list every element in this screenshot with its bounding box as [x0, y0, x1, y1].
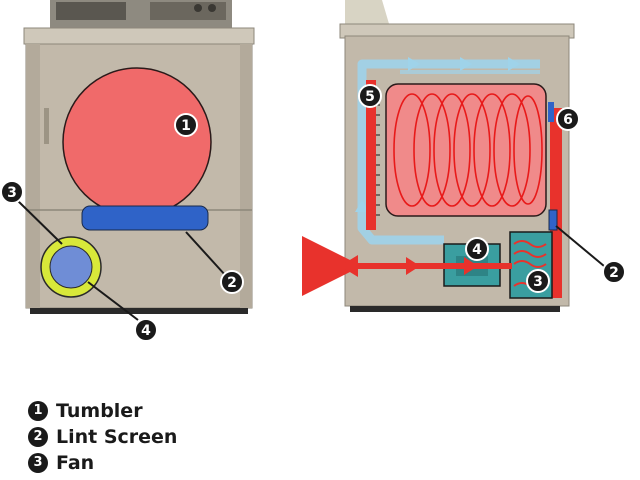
legend-label: Fan	[56, 452, 94, 474]
callout-badge-left-2: 2	[221, 271, 243, 293]
svg-text:1: 1	[181, 118, 191, 134]
legend-number: 3	[28, 453, 48, 473]
svg-text:5: 5	[365, 89, 375, 105]
callout-badge-right-6: 6	[557, 108, 579, 130]
svg-text:3: 3	[533, 274, 543, 290]
legend: 1 Tumbler 2 Lint Screen 3 Fan	[28, 398, 288, 476]
cutaway-dryer	[340, 0, 604, 312]
svg-text:4: 4	[472, 242, 482, 258]
legend-number: 1	[28, 401, 48, 421]
legend-number: 2	[28, 427, 48, 447]
svg-text:3: 3	[7, 185, 17, 201]
callout-badge-left-3: 3	[1, 181, 23, 203]
legend-item-lint-screen: 2 Lint Screen	[28, 424, 288, 450]
lint-screen-shape	[82, 206, 208, 230]
callout-badge-left-4: 4	[135, 319, 157, 341]
svg-text:4: 4	[141, 323, 151, 339]
svg-text:2: 2	[227, 275, 237, 291]
svg-text:2: 2	[609, 265, 619, 281]
callout-badge-left-1: 1	[175, 114, 197, 136]
legend-item-tumbler: 1 Tumbler	[28, 398, 288, 424]
tumbler-shape	[63, 68, 211, 216]
fan-center-shape	[50, 246, 92, 288]
cabinet-base	[30, 308, 248, 314]
legend-label: Tumbler	[56, 400, 143, 422]
legend-label: Lint Screen	[56, 426, 177, 448]
callout-badge-right-4: 4	[466, 238, 488, 260]
front-dryer	[17, 0, 254, 320]
callout-badge-right-2: 2	[603, 261, 625, 283]
cabinet-lid	[24, 28, 254, 44]
legend-item-fan: 3 Fan	[28, 450, 288, 476]
svg-text:6: 6	[563, 112, 573, 128]
callout-badge-right-3: 3	[527, 270, 549, 292]
callout-badge-right-5: 5	[359, 85, 381, 107]
